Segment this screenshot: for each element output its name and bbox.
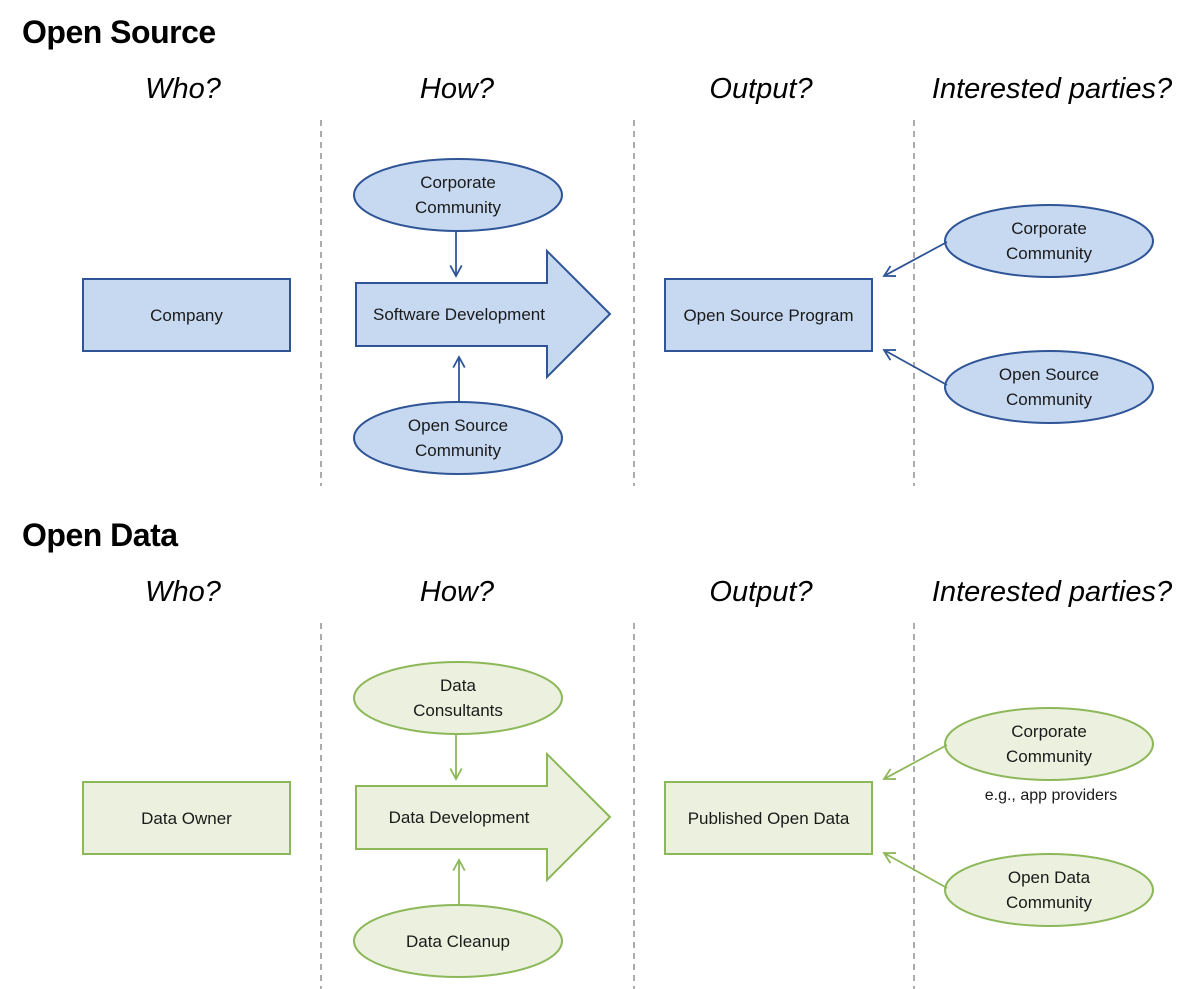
open-data-column-header-how: How? bbox=[419, 576, 495, 608]
open-source-party-1-to-output-arrow-line bbox=[883, 241, 948, 277]
open-source-how-top-ellipse bbox=[353, 158, 563, 232]
open-data-party-2-label: Open Data Community bbox=[1006, 868, 1092, 912]
open-data-who-label: Data Owner bbox=[141, 808, 232, 828]
open-data-how-bottom-label: Data Cleanup bbox=[406, 931, 510, 951]
open-source-column-header-who: Who? bbox=[145, 73, 221, 105]
open-source-party-2-label: Open Source Community bbox=[998, 365, 1100, 409]
open-data-party-1-to-output-arrow-head bbox=[882, 768, 897, 780]
open-data-party-note: e.g., app providers bbox=[984, 787, 1118, 804]
open-data-party-2-ellipse bbox=[944, 853, 1154, 927]
open-source-how-bottom-ellipse bbox=[353, 401, 563, 475]
open-data-party-2-to-output-arrow-line bbox=[883, 852, 948, 889]
open-source-how-top-label: Corporate Community bbox=[415, 173, 501, 217]
open-source-how-main-label: Software Development bbox=[373, 305, 545, 324]
open-data-party-2-to-output-arrow-head bbox=[882, 852, 897, 864]
open-source-section-title: Open Source bbox=[22, 14, 216, 50]
open-data-output-box bbox=[664, 781, 873, 855]
open-data-party-1-label: Corporate Community bbox=[1006, 722, 1092, 766]
open-source-output-label: Open Source Program bbox=[683, 305, 854, 325]
open-source-how-bottom-label: Open Source Community bbox=[407, 416, 509, 460]
open-source-who-label: Company bbox=[150, 305, 223, 325]
open-data-how-top-ellipse bbox=[353, 661, 563, 735]
open-source-party-1-label: Corporate Community bbox=[1006, 219, 1092, 263]
open-source-output-box bbox=[664, 278, 873, 352]
open-source-how-block-arrow bbox=[355, 248, 612, 380]
open-source-column-header-how: How? bbox=[419, 73, 495, 105]
open-source-column-header-interested-parties: Interested parties? bbox=[931, 73, 1173, 105]
open-data-how-top-label: Data Consultants bbox=[413, 676, 503, 720]
open-source-bottom-to-how-arrow-head bbox=[452, 355, 466, 368]
open-source-party-2-ellipse bbox=[944, 350, 1154, 424]
open-data-output-label: Published Open Data bbox=[687, 808, 850, 828]
open-data-how-bottom-ellipse bbox=[353, 904, 563, 978]
open-data-top-to-how-arrow-head bbox=[449, 768, 463, 781]
open-source-party-1-to-output-arrow-head bbox=[882, 265, 897, 277]
open-source-party-1-ellipse bbox=[944, 204, 1154, 278]
open-source-party-2-to-output-arrow-head bbox=[882, 349, 897, 361]
open-data-column-header-output: Output? bbox=[709, 576, 813, 608]
open-source-who-box bbox=[82, 278, 291, 352]
open-data-party-1-to-output-arrow-line bbox=[883, 744, 948, 780]
open-data-who-box bbox=[82, 781, 291, 855]
open-data-column-header-interested-parties: Interested parties? bbox=[931, 576, 1173, 608]
open-data-column-header-who: Who? bbox=[145, 576, 221, 608]
open-data-party-1-ellipse bbox=[944, 707, 1154, 781]
open-source-party-2-to-output-arrow-line bbox=[883, 349, 948, 386]
open-data-bottom-to-how-arrow-head bbox=[452, 858, 466, 871]
open-data-how-main-label: Data Development bbox=[388, 808, 530, 827]
open-data-section-title: Open Data bbox=[22, 517, 178, 553]
open-data-how-block-arrow bbox=[355, 751, 612, 883]
open-source-top-to-how-arrow-head bbox=[449, 265, 463, 278]
open-source-column-header-output: Output? bbox=[709, 73, 813, 105]
